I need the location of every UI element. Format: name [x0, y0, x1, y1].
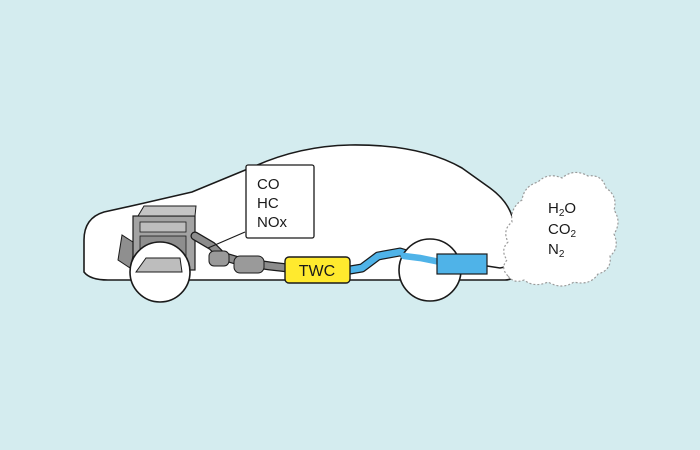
exhaust-cloud-icon: [503, 171, 619, 287]
h2o-sub: 2: [559, 208, 565, 219]
twc-label: TWC: [299, 263, 335, 280]
pollutant-nox: NOx: [257, 214, 288, 231]
emissions-list: H2O CO2 N2: [548, 200, 577, 260]
n2-sub: 2: [559, 249, 565, 260]
h2o-tail: O: [564, 200, 576, 217]
exhaust-pipe-front: [190, 231, 293, 274]
co2-main: CO: [548, 221, 571, 238]
emission-h2o: H2O: [548, 200, 576, 219]
n2-main: N: [548, 241, 559, 258]
pollutant-hc: HC: [257, 195, 279, 212]
pollutant-co: CO: [257, 176, 280, 193]
co2-sub: 2: [571, 229, 577, 240]
emission-n2: N2: [548, 241, 565, 260]
emission-co2: CO2: [548, 221, 577, 240]
pollutant-callout: CO HC NOx: [207, 164, 315, 249]
front-wheel: [129, 241, 191, 303]
h2o-main: H: [548, 200, 559, 217]
pipe-over-wheel: [400, 252, 444, 266]
twc-catalyst: TWC: [284, 256, 351, 284]
